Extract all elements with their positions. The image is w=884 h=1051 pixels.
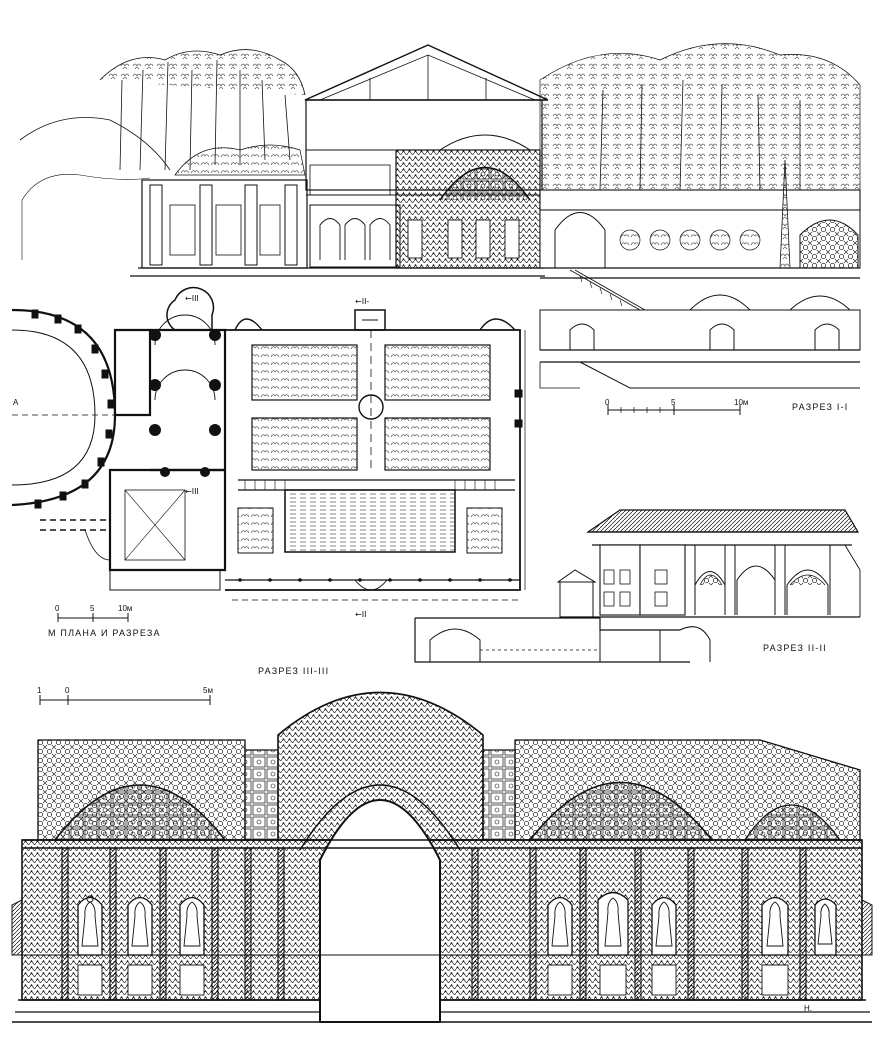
plan-axis-label: A [13,398,19,407]
section-3-title: РАЗРЕЗ III-III [258,666,330,676]
plan-drawing [11,286,526,601]
scale-bar-plan [57,613,129,622]
scale-plan-tick-5: 5 [90,604,95,613]
scale-plan-tick-10: 10м [118,604,133,613]
scale-bar-facade [39,695,211,705]
section-marker-3-mid: ←III [185,487,199,496]
nymphaeum-facade [11,691,873,1023]
scale-facade-tick-0: 0 [65,686,70,695]
section-marker-2-top: ←II- [355,297,370,306]
scale-plan-tick-0: 0 [55,604,60,613]
section-2-title: РАЗРЕЗ II-II [763,643,827,653]
scale-top-tick-10: 10м [734,398,749,407]
signature-mark: Н. [804,1004,812,1013]
section-1-drawing [19,43,861,389]
section-2-drawing [414,509,861,663]
plan-scale-caption: М ПЛАНА И РАЗРЕЗА [48,628,161,638]
section-marker-3-top: ←III [185,294,199,303]
scale-top-tick-5: 5 [671,398,676,407]
scale-top-tick-0: 0 [605,398,610,407]
section-marker-2-bottom: ←II [355,610,367,619]
scale-bar-top [607,405,741,415]
section-1-title: РАЗРЕЗ I-I [792,402,849,412]
scale-facade-tick-1: 1 [37,686,42,695]
scale-facade-tick-5: 5м [203,686,213,695]
